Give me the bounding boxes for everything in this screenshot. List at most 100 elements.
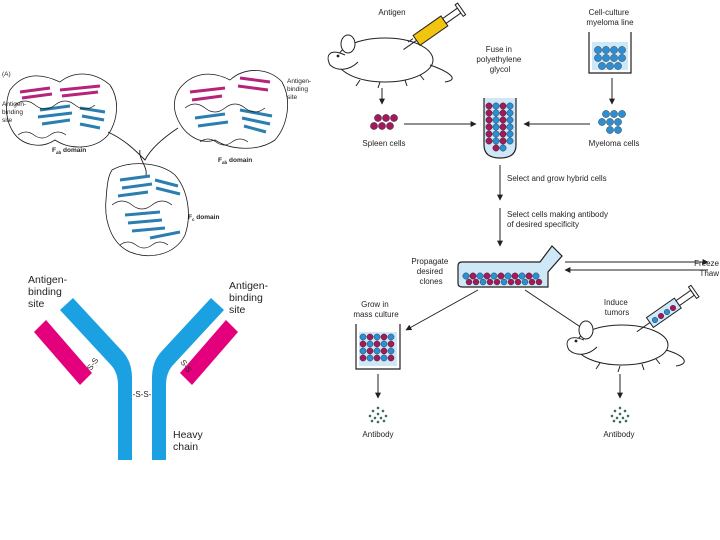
hybrid-cell [518, 272, 526, 280]
hybrid-cell [366, 354, 374, 362]
hybrid-cell [504, 272, 512, 280]
antibody-molecule [371, 409, 375, 413]
myeloma-cells-label: Myeloma cells [589, 139, 640, 148]
fused-cell [492, 123, 500, 131]
antibody-molecule [610, 414, 614, 418]
hybrid-cell [373, 333, 381, 341]
antibody-molecule [615, 416, 619, 420]
fusion-tube-cells [485, 102, 514, 152]
antibody-molecule [379, 416, 383, 420]
hybrid-cell [359, 354, 367, 362]
hybrid-cell [373, 354, 381, 362]
myeloma-cells-cluster [598, 110, 626, 134]
antibody-left-label: Antibody [362, 430, 393, 439]
myeloma-cell [598, 62, 606, 70]
select-grow-label: Select and grow hybrid cells [507, 174, 607, 183]
fused-cell [499, 102, 507, 110]
myeloma-cell [606, 126, 614, 134]
fused-cell [485, 137, 493, 145]
antibody-schematic: S-S S-S -S-S- Antigen- binding site Anti… [28, 274, 269, 460]
fused-cell [506, 109, 514, 117]
antibody-right-label: Antibody [603, 430, 634, 439]
hybrid-cell [525, 272, 533, 280]
mouse-top [327, 34, 453, 89]
fab-right-ribbon [174, 70, 288, 149]
heavy-chain-left [60, 298, 132, 460]
fused-cell [499, 144, 507, 152]
fused-cell [492, 116, 500, 124]
antibody-molecule [612, 419, 616, 423]
antibody-molecule [373, 416, 377, 420]
fused-cell [499, 123, 507, 131]
hybrid-cell [483, 272, 491, 280]
myeloma-cell [610, 46, 618, 54]
fused-cell [492, 102, 500, 110]
hybrid-cell [472, 278, 480, 286]
fused-cell [499, 137, 507, 145]
myeloma-cell [610, 54, 618, 62]
fused-cell [492, 109, 500, 117]
freeze-label: Freeze [694, 259, 719, 268]
antibody-molecule [618, 420, 622, 424]
antibody-molecule [624, 419, 628, 423]
fused-cell [485, 109, 493, 117]
antibody-molecule [382, 419, 386, 423]
mass-culture-cells [359, 333, 395, 362]
fab-left-label: Fab domain [52, 147, 86, 155]
hybrid-cell [359, 340, 367, 348]
hybrid-cell [486, 278, 494, 286]
myeloma-cell [594, 54, 602, 62]
antibody-molecule [618, 412, 622, 416]
fab-right-label: Fab domain [218, 157, 252, 165]
myeloma-cell [614, 126, 622, 134]
hybrid-cell [387, 340, 395, 348]
hybrid-cell [493, 278, 501, 286]
hybrid-cell [479, 278, 487, 286]
heavy-chain-right [152, 298, 224, 460]
hybrid-cell [469, 272, 477, 280]
fused-cell [506, 123, 514, 131]
fused-cell [499, 116, 507, 124]
hybrid-cell [462, 272, 470, 280]
myeloma-cell [602, 54, 610, 62]
hybrid-cell [465, 278, 473, 286]
antibody-molecule [613, 409, 617, 413]
crystal-left-site-label: Antigen- binding site [2, 101, 28, 124]
hybrid-cell [380, 347, 388, 355]
myeloma-beaker-cells [594, 46, 626, 70]
myeloma-cell [618, 54, 626, 62]
mouse-bottom [566, 320, 685, 373]
myeloma-cell [618, 110, 626, 118]
spleen-cell [382, 114, 390, 122]
fuse-label: Fuse in polyethylene glycol [476, 45, 523, 74]
ss-left: S-S [85, 356, 100, 372]
induce-tumors-label: Induce tumors [604, 298, 630, 317]
hybrid-cell [366, 347, 374, 355]
hybrid-cell [658, 313, 665, 320]
antibody-molecule [626, 414, 630, 418]
hybrid-cell [652, 317, 659, 324]
antibody-molecule [376, 406, 380, 410]
thaw-label: Thaw [699, 269, 719, 278]
hybrid-cell [387, 333, 395, 341]
spleen-cell [370, 122, 378, 130]
crystal-structure-panel: (A) Antigen- binding site [2, 70, 313, 256]
hybrid-cell [528, 278, 536, 286]
hybrid-cell [500, 278, 508, 286]
fused-cell [506, 137, 514, 145]
antibody-molecule [384, 414, 388, 418]
hybridoma-workflow: Antigen Cell-culture myeloma line Spleen… [327, 2, 720, 439]
myeloma-cell [594, 46, 602, 54]
fused-cell [506, 116, 514, 124]
crystal-right-site-label: Antigen- binding site [287, 78, 313, 101]
hybrid-cell [380, 340, 388, 348]
select-antibody-label: Select cells making antibody of desired … [507, 210, 610, 229]
antibody-molecule [376, 412, 380, 416]
syringe-top [403, 2, 467, 50]
fused-cell [492, 130, 500, 138]
myeloma-cell [602, 46, 610, 54]
myeloma-cell [606, 62, 614, 70]
myeloma-cell [618, 46, 626, 54]
antibody-molecule [618, 406, 622, 410]
